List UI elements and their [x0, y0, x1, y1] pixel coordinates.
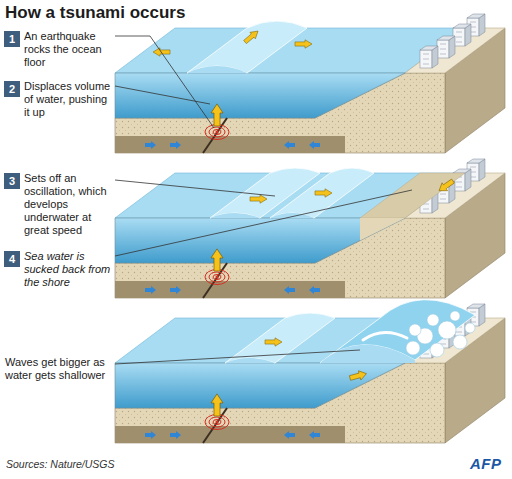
big-wave-front — [320, 345, 415, 363]
agency-logo: AFP — [470, 455, 502, 472]
uplift-arrow — [211, 249, 223, 271]
wave-arrow — [295, 40, 312, 48]
wave-arrow — [242, 28, 260, 45]
wave-bump — [210, 213, 260, 218]
leader-line — [115, 350, 360, 364]
spray — [406, 311, 475, 357]
exposed-seabed — [360, 173, 465, 218]
leader-line — [115, 36, 214, 128]
wave-bump — [225, 358, 275, 363]
callout-text: Displaces volume of water, pushing it up — [24, 80, 112, 119]
source-caption: Sources: Nature/USGS — [6, 458, 115, 470]
wave-arrow — [250, 195, 267, 203]
ocean-block-base — [115, 14, 505, 153]
wave-bump — [270, 213, 314, 218]
backwash-arrow — [436, 177, 455, 195]
wave-ridge — [225, 313, 335, 363]
ocean-block-base — [115, 159, 505, 298]
callout-number-text: 4 — [9, 251, 15, 267]
wave-ridge — [187, 21, 307, 73]
wave-ridge — [270, 168, 374, 218]
leader-line — [115, 86, 210, 104]
callout-number: 3 — [4, 173, 20, 189]
exposed-seabed — [360, 218, 405, 241]
callout-number: 1 — [4, 31, 20, 47]
callout-text: Waves get bigger as water gets shallower — [5, 356, 111, 382]
callout-number: 4 — [4, 251, 20, 267]
uplift-arrow — [211, 394, 223, 416]
ocean-block — [115, 14, 505, 153]
wave-curl — [363, 332, 407, 340]
ocean-block — [115, 159, 505, 298]
title: How a tsunami occurs — [5, 3, 185, 23]
wave-arrow — [315, 189, 332, 197]
ocean-block-base — [115, 304, 505, 443]
callout-number: 2 — [4, 81, 20, 97]
wave-arrow — [265, 338, 282, 346]
leader-line — [115, 190, 412, 256]
leader-line — [115, 180, 275, 196]
wave-arrow — [349, 369, 368, 383]
wave-bump — [187, 66, 247, 73]
callout-text: An earthquake rocks the ocean floor — [24, 30, 112, 69]
callout-number-text: 1 — [9, 31, 15, 47]
uplift-arrow — [211, 104, 223, 126]
callout-number-text: 3 — [9, 173, 15, 189]
leader-lines — [115, 36, 412, 364]
big-wave — [320, 300, 475, 363]
ocean-block — [115, 300, 505, 443]
callout-number-text: 2 — [9, 81, 15, 97]
callout-text: Sets off an oscillation, which develops … — [24, 172, 112, 237]
callout-text: Sea water is sucked back from the shore — [24, 250, 112, 289]
